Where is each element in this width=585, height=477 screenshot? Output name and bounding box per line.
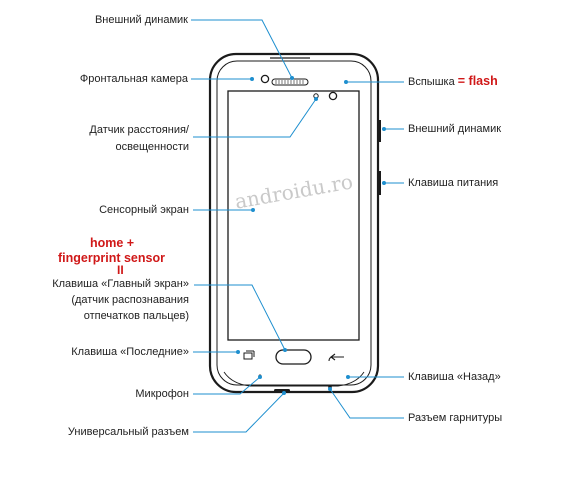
- usb-port: [274, 389, 290, 392]
- label-power-key: Клавиша питания: [408, 177, 499, 189]
- label-touch-screen: Сенсорный экран: [99, 204, 189, 216]
- home-key: [275, 349, 312, 365]
- label-recent-key: Клавиша «Последние»: [71, 346, 189, 358]
- label-proximity-line2: освещенности: [115, 141, 189, 153]
- annotation-flash: = flash: [457, 74, 498, 88]
- side-speaker: [377, 120, 381, 142]
- label-proximity-line1: Датчик расстояния/: [89, 124, 189, 136]
- annotation-home-line3: II: [117, 263, 124, 277]
- leader-dots: [236, 76, 386, 395]
- annotation-home-line1: home +: [90, 236, 135, 250]
- label-universal-port: Универсальный разъем: [67, 426, 189, 438]
- label-front-camera: Фронтальная камера: [79, 73, 188, 85]
- label-home-key-line1: Клавиша «Главный экран»: [52, 278, 189, 290]
- touch-screen: [227, 90, 360, 341]
- annotation-home-line2: fingerprint sensor: [58, 251, 165, 265]
- leader-lines: [191, 19, 404, 433]
- label-home-key-line3: отпечатков пальцев): [83, 310, 189, 322]
- label-back-key: Клавиша «Назад»: [408, 371, 501, 383]
- back-icon: [328, 353, 344, 362]
- label-headset-jack: Разъем гарнитуры: [408, 412, 503, 424]
- flash: [328, 91, 338, 101]
- leader-headset-jack: [329, 388, 404, 419]
- label-external-speaker-side: Внешний динамик: [408, 123, 502, 135]
- leader-external-speaker-top: [191, 19, 293, 79]
- leader-microphone: [193, 376, 261, 395]
- recent-apps-icon: [243, 350, 255, 360]
- front-camera: [260, 74, 270, 84]
- earpiece-speaker: [271, 78, 309, 86]
- leader-proximity: [193, 98, 317, 138]
- leader-home-key: [194, 284, 286, 351]
- label-home-key-line2: (датчик распознавания: [71, 294, 189, 306]
- label-external-speaker-top: Внешний динамик: [94, 14, 188, 26]
- power-key: [377, 171, 381, 195]
- phone-body: [208, 52, 380, 394]
- label-flash-text: Вспышка: [408, 76, 455, 88]
- leader-universal-port: [193, 392, 285, 433]
- label-microphone: Микрофон: [135, 388, 189, 400]
- label-flash: Вспышка = flash: [408, 74, 498, 90]
